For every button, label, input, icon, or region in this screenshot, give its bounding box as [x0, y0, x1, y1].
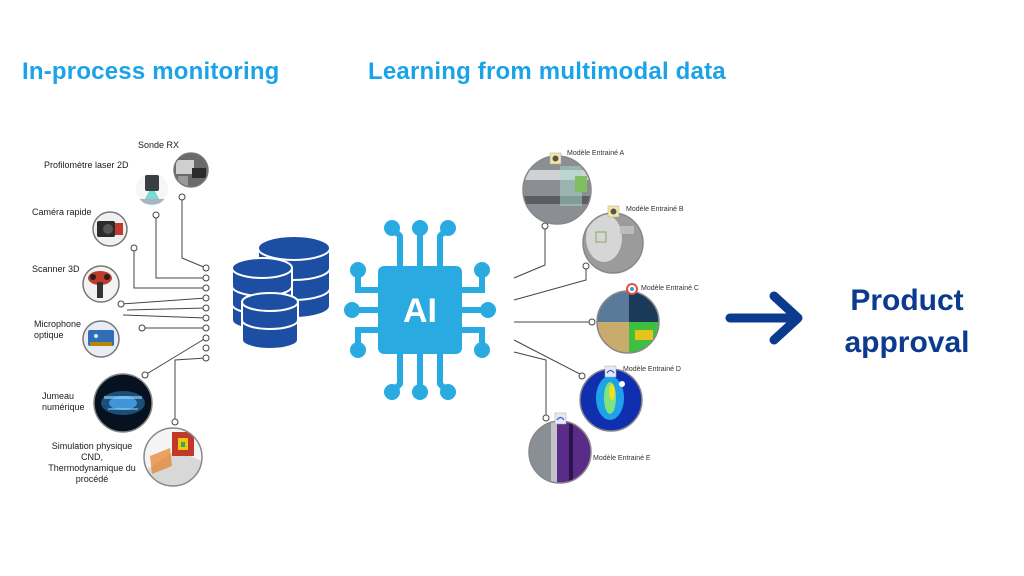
model-connectors — [513, 226, 590, 416]
model-d-image — [579, 368, 643, 432]
source-label-xray: Sonde RX — [138, 140, 180, 150]
optical-microphone-photo — [82, 320, 120, 358]
laser-profilometer-photo — [136, 173, 168, 205]
3d-scanner-photo — [82, 265, 120, 303]
source-connectors — [120, 197, 207, 420]
model-c-badge-icon — [626, 283, 638, 295]
model-e-badge-icon — [554, 412, 567, 425]
title-learning-multimodal: Learning from multimodal data — [368, 58, 726, 85]
xray-probe-photo — [173, 152, 209, 188]
source-label-scanner: Scanner 3D — [32, 264, 80, 274]
model-a-badge-icon — [549, 152, 562, 165]
high-speed-camera-photo — [92, 211, 128, 247]
product-approval-text: Product approval — [822, 280, 992, 364]
source-label-simulation: Simulation physique CND, Thermodynamique… — [48, 441, 136, 484]
ai-chip-label: AI — [403, 292, 437, 330]
model-label-a: Modèle Entrainé A — [567, 150, 625, 157]
model-label-d: Modèle Entrainé D — [623, 366, 681, 373]
model-label-b: Modèle Entrainé B — [626, 206, 684, 213]
source-label-digital-twin: Jumeau numérique — [42, 391, 85, 412]
simulation-render — [143, 427, 203, 487]
arrow-right-icon — [725, 291, 803, 345]
product-approval-line-1: Product — [850, 284, 964, 317]
ai-chip-icon: AI — [344, 220, 496, 400]
model-connector-nodes — [541, 222, 596, 422]
model-c-image — [596, 290, 660, 354]
model-b-image — [582, 212, 644, 274]
database-icon — [231, 235, 331, 350]
source-label-microphone: Microphone optique — [34, 319, 82, 340]
model-b-badge-icon — [607, 205, 620, 218]
model-e-image — [528, 420, 592, 484]
model-a-image — [522, 155, 592, 225]
product-approval-line-2: approval — [844, 326, 970, 359]
model-d-badge-icon — [604, 365, 617, 378]
title-in-process-monitoring: In-process monitoring — [22, 58, 280, 85]
source-label-camera: Caméra rapide — [32, 207, 92, 217]
model-label-c: Modèle Entrainé C — [641, 285, 699, 292]
model-label-e: Modèle Entrainé E — [593, 455, 651, 462]
source-label-profilometer: Profilomètre laser 2D — [44, 160, 129, 170]
source-connector-nodes — [117, 193, 210, 426]
digital-twin-render — [93, 373, 153, 433]
